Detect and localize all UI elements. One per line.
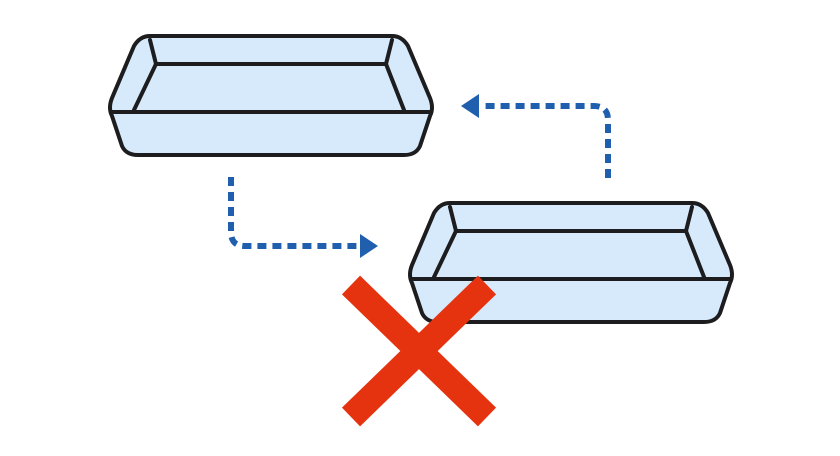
dish-body — [108, 34, 434, 157]
arrow-head-right — [360, 234, 378, 258]
dish-inner-corners — [148, 38, 394, 66]
baking-dish-top-left — [108, 34, 434, 157]
arrow-path — [228, 177, 358, 249]
arrow-path — [482, 103, 611, 178]
arrow-head-left — [461, 94, 479, 118]
x-mark-icon — [341, 275, 497, 427]
dotted-arrow-down-right — [228, 177, 378, 258]
x-stroke-2 — [341, 275, 497, 427]
dish-inner-corners — [448, 205, 694, 233]
dotted-arrow-up-left — [461, 94, 611, 178]
